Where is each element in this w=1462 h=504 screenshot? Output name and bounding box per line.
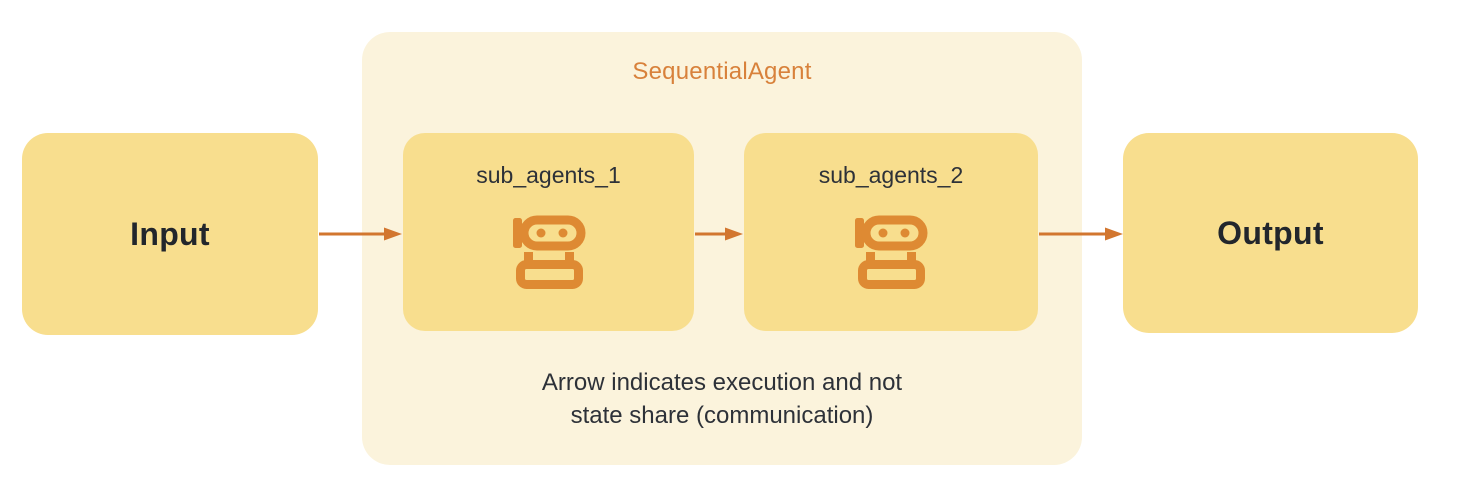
caption: Arrow indicates execution and not state … [362, 366, 1082, 432]
sub-agent-1-label: sub_agents_1 [476, 162, 621, 188]
caption-line-2: state share (communication) [570, 402, 874, 429]
caption-line-1: Arrow indicates execution and not [541, 369, 903, 396]
input-box: Input [22, 133, 318, 335]
arrow-sub1-to-sub2-icon [695, 227, 743, 241]
sub-agent-1-box: sub_agents_1 [403, 133, 694, 331]
output-label: Output [1217, 214, 1324, 251]
arrow-sub2-to-output-icon [1039, 227, 1123, 241]
arrow-input-to-sub1-icon [319, 227, 402, 241]
robot-icon [512, 215, 585, 289]
output-box: Output [1123, 133, 1418, 333]
container-title: SequentialAgent [632, 58, 812, 85]
sub-agent-2-label: sub_agents_2 [818, 162, 964, 188]
input-label: Input [130, 215, 210, 252]
sub-agent-2-box: sub_agents_2 [744, 133, 1038, 331]
robot-icon [855, 215, 928, 289]
